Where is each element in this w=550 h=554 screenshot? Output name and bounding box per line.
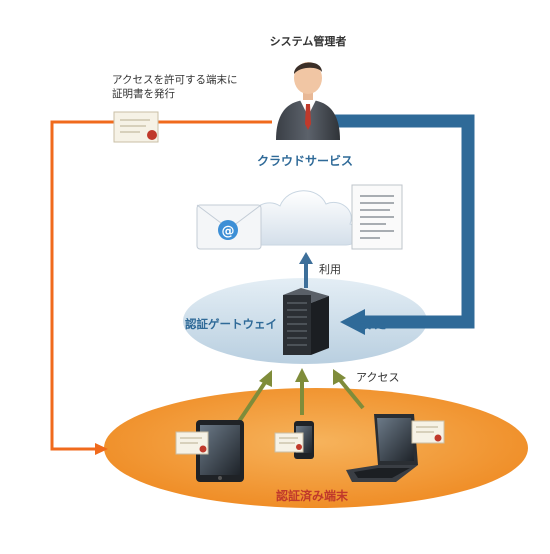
settings-route-line <box>333 114 475 329</box>
access-label: アクセス <box>356 371 399 384</box>
use-arrowhead <box>299 252 313 264</box>
access-arrow-laptop <box>338 378 365 410</box>
laptop-icon <box>346 414 418 482</box>
admin-label: システム管理者 <box>270 34 347 48</box>
access-arrow-tablet <box>236 379 268 425</box>
certificate-icon-phone <box>274 432 304 453</box>
certificate-icon-tablet <box>175 431 209 455</box>
server-rack-icon <box>283 288 329 355</box>
access-arrows <box>236 368 365 425</box>
settings-arrowhead <box>340 309 365 335</box>
gateway-label: 認証ゲートウェイ <box>185 317 277 331</box>
access-arrowhead-tablet <box>259 370 272 387</box>
certificate-issue-line <box>50 120 272 451</box>
certificate-icon-laptop <box>411 420 445 444</box>
email-at-symbol: @ <box>222 224 235 239</box>
issue-note-line1: アクセスを許可する端末に <box>112 73 237 86</box>
use-label: 利用 <box>319 263 341 276</box>
issue-note-line2: 証明書を発行 <box>112 87 175 100</box>
cloud-icon <box>244 190 360 246</box>
certificate-icon-top <box>113 111 159 143</box>
authenticated-devices-label: 認証済み端末 <box>276 488 349 503</box>
certificate-issue-arrowhead <box>95 443 108 455</box>
access-arrowhead-laptop <box>333 369 346 385</box>
document-icon <box>351 184 403 250</box>
email-icon: @ <box>196 204 262 250</box>
settings-label: 設 定 <box>360 317 386 331</box>
access-arrowhead-phone <box>295 368 309 382</box>
cloud-service-label: クラウドサービス <box>257 153 353 168</box>
admin-person-icon <box>276 62 340 140</box>
